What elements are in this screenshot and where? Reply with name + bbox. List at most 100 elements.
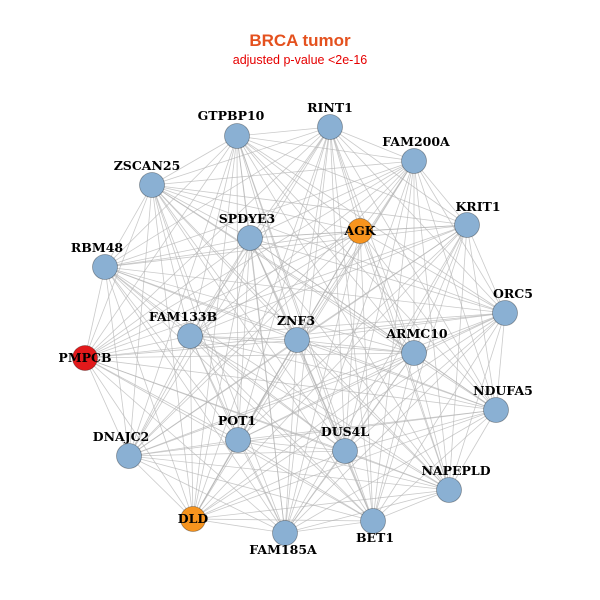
edge-ORC5-ARMC10 xyxy=(413,312,506,354)
edge-KRIT1-ORC5 xyxy=(466,224,506,314)
node-label-NAPEPLD: NAPEPLD xyxy=(421,463,490,478)
edge-RBM48-ORC5 xyxy=(104,266,506,314)
edge-RINT1-POT1 xyxy=(237,126,331,441)
edge-ZSCAN25-BET1 xyxy=(151,184,374,522)
edge-GTPBP10-RBM48 xyxy=(104,135,238,268)
edge-GTPBP10-PMPCB xyxy=(84,135,238,359)
edge-FAM200A-FAM133B xyxy=(189,160,415,337)
edge-RBM48-PMPCB xyxy=(84,266,106,359)
node-label-KRIT1: KRIT1 xyxy=(455,199,500,214)
node-label-FAM185A: FAM185A xyxy=(249,542,317,557)
edge-AGK-RBM48 xyxy=(104,230,361,268)
edge-RINT1-KRIT1 xyxy=(329,126,468,226)
edge-ORC5-DLD xyxy=(192,312,506,520)
node-RBM48 xyxy=(92,254,118,280)
edge-ZNF3-NAPEPLD xyxy=(296,339,450,491)
edge-FAM200A-SPDYE3 xyxy=(249,160,415,239)
edge-KRIT1-DUS4L xyxy=(344,224,468,452)
edge-FAM200A-DUS4L xyxy=(344,160,415,452)
edge-ZSCAN25-NDUFA5 xyxy=(151,184,497,411)
edge-KRIT1-BET1 xyxy=(372,224,468,522)
node-PMPCB xyxy=(72,345,98,371)
node-RINT1 xyxy=(317,114,343,140)
edge-FAM200A-RBM48 xyxy=(104,160,415,268)
edge-RINT1-DUS4L xyxy=(329,126,346,452)
edge-RBM48-DUS4L xyxy=(104,266,346,452)
node-label-FAM133B: FAM133B xyxy=(149,309,217,324)
edge-FAM185A-BET1 xyxy=(284,520,374,534)
edge-GTPBP10-NDUFA5 xyxy=(236,135,497,411)
edge-ZSCAN25-PMPCB xyxy=(84,184,153,359)
edge-ZSCAN25-SPDYE3 xyxy=(151,184,251,239)
edge-GTPBP10-NAPEPLD xyxy=(236,135,450,491)
edge-PMPCB-DLD xyxy=(84,357,194,520)
edge-NDUFA5-FAM185A xyxy=(284,409,497,534)
edge-AGK-FAM133B xyxy=(189,230,361,337)
edge-RBM48-ARMC10 xyxy=(104,266,415,354)
edge-ZSCAN25-DUS4L xyxy=(151,184,346,452)
edge-PMPCB-POT1 xyxy=(84,357,239,441)
edge-NDUFA5-DUS4L xyxy=(344,409,497,452)
edge-KRIT1-AGK xyxy=(359,224,468,232)
edge-GTPBP10-KRIT1 xyxy=(236,135,468,226)
node-label-ZSCAN25: ZSCAN25 xyxy=(114,158,181,173)
edge-AGK-ARMC10 xyxy=(359,230,415,354)
edge-NDUFA5-DLD xyxy=(192,409,497,520)
node-label-RBM48: RBM48 xyxy=(71,240,123,255)
edge-SPDYE3-FAM133B xyxy=(189,237,251,337)
edge-FAM200A-FAM185A xyxy=(284,160,415,534)
edge-ZSCAN25-KRIT1 xyxy=(151,184,468,226)
edge-ORC5-ZNF3 xyxy=(296,312,506,341)
edge-ARMC10-BET1 xyxy=(372,352,415,522)
edge-DUS4L-NAPEPLD xyxy=(344,450,450,491)
edge-ARMC10-DNAJC2 xyxy=(128,352,415,457)
edge-SPDYE3-FAM185A xyxy=(249,237,286,534)
edge-SPDYE3-POT1 xyxy=(237,237,251,441)
node-label-NDUFA5: NDUFA5 xyxy=(473,383,533,398)
figure-subtitle: adjusted p-value <2e-16 xyxy=(233,53,368,67)
edge-RINT1-RBM48 xyxy=(104,126,331,268)
edge-KRIT1-FAM133B xyxy=(189,224,468,337)
node-DLD xyxy=(180,506,206,532)
edge-RINT1-NDUFA5 xyxy=(329,126,497,411)
edge-RINT1-ARMC10 xyxy=(329,126,415,354)
label-layer: GTPBP10RINT1FAM200AZSCAN25KRIT1SPDYE3AGK… xyxy=(58,100,533,557)
edge-DUS4L-FAM185A xyxy=(284,450,346,534)
node-FAM185A xyxy=(272,520,298,546)
edge-ORC5-NDUFA5 xyxy=(495,312,506,411)
edge-RBM48-NAPEPLD xyxy=(104,266,450,491)
edge-PMPCB-NDUFA5 xyxy=(84,357,497,411)
edge-ZNF3-FAM185A xyxy=(284,339,298,534)
edge-DNAJC2-FAM185A xyxy=(128,455,286,534)
edge-AGK-BET1 xyxy=(359,230,374,522)
edge-AGK-DNAJC2 xyxy=(128,230,361,457)
node-NAPEPLD xyxy=(436,477,462,503)
edge-KRIT1-FAM185A xyxy=(284,224,468,534)
edge-DNAJC2-DLD xyxy=(128,455,194,520)
edge-DLD-BET1 xyxy=(192,518,374,522)
node-FAM200A xyxy=(401,148,427,174)
edge-GTPBP10-RINT1 xyxy=(236,126,331,137)
edge-GTPBP10-DUS4L xyxy=(236,135,346,452)
edge-DNAJC2-BET1 xyxy=(128,455,374,522)
edge-FAM200A-KRIT1 xyxy=(413,160,468,226)
node-label-AGK: AGK xyxy=(343,223,376,238)
edge-ZSCAN25-ARMC10 xyxy=(151,184,415,354)
edge-FAM133B-DNAJC2 xyxy=(128,335,191,457)
edge-AGK-DUS4L xyxy=(344,230,361,452)
edge-DLD-FAM185A xyxy=(192,518,286,534)
edge-KRIT1-NDUFA5 xyxy=(466,224,497,411)
edge-ZSCAN25-AGK xyxy=(151,184,361,232)
edge-ARMC10-PMPCB xyxy=(84,352,415,359)
edge-FAM200A-ZSCAN25 xyxy=(151,160,415,186)
edge-GTPBP10-ORC5 xyxy=(236,135,506,314)
node-ARMC10 xyxy=(401,340,427,366)
edge-RBM48-FAM133B xyxy=(104,266,191,337)
edge-ORC5-DUS4L xyxy=(344,312,506,452)
edge-SPDYE3-DLD xyxy=(192,237,251,520)
edge-DNAJC2-NAPEPLD xyxy=(128,455,450,491)
edge-AGK-PMPCB xyxy=(84,230,361,359)
edge-FAM133B-PMPCB xyxy=(84,335,191,359)
node-label-ZNF3: ZNF3 xyxy=(277,313,315,328)
edge-ARMC10-NDUFA5 xyxy=(413,352,497,411)
